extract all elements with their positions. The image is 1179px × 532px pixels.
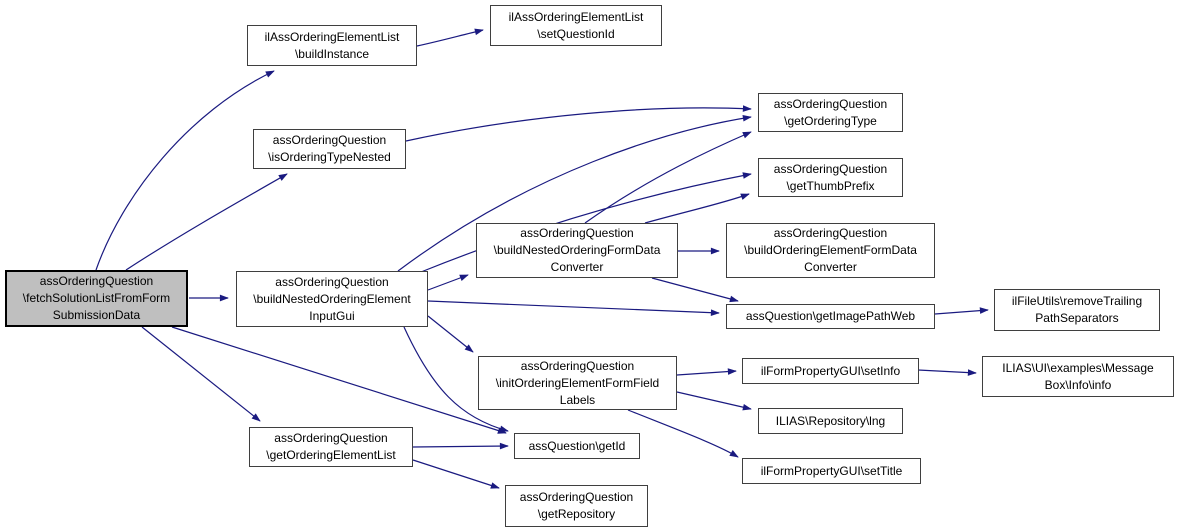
- node-il-form-property-gui-set-title[interactable]: ilFormPropertyGUI\setTitle: [742, 458, 921, 484]
- edge-inputgui-to-nestedconverter: [427, 274, 469, 291]
- edge-initlabels-to-settitle: [627, 409, 739, 458]
- node-build-nested-ordering-element-input-gui[interactable]: assOrderingQuestion \buildNestedOrdering…: [236, 271, 428, 327]
- node-init-ordering-element-form-field-labels[interactable]: assOrderingQuestion \initOrderingElement…: [478, 356, 677, 410]
- node-il-form-property-gui-set-info[interactable]: ilFormPropertyGUI\setInfo: [742, 358, 919, 384]
- edge-setinfo-to-messageboxinfo: [917, 369, 977, 376]
- edge-fetch-to-getorderingelementlist: [141, 326, 261, 422]
- node-ilias-repository-lng[interactable]: ILIAS\Repository\lng: [758, 408, 903, 434]
- edge-inputgui-to-getid: [403, 326, 509, 433]
- edge-inputgui-to-getthumbprefix: [420, 172, 752, 273]
- edge-nestedconverter-to-getorderingtype: [584, 131, 752, 224]
- edge-fetch-to-isorderingtypenested: [125, 173, 288, 271]
- edge-initlabels-to-lng: [676, 391, 752, 411]
- node-get-repository[interactable]: assOrderingQuestion \getRepository: [505, 485, 648, 527]
- node-il-ass-ordering-element-list-set-question-id[interactable]: ilAssOrderingElementList \setQuestionId: [490, 5, 662, 46]
- node-message-box-info-info[interactable]: ILIAS\UI\examples\Message Box\Info\info: [982, 356, 1174, 397]
- node-build-ordering-element-form-data-converter[interactable]: assOrderingQuestion \buildOrderingElemen…: [726, 223, 935, 278]
- edge-getorderingelementlist-to-getid: [412, 442, 509, 450]
- edge-inputgui-to-initlabels: [427, 315, 474, 353]
- node-fetch-solution-list-from-form-submission-data[interactable]: assOrderingQuestion \fetchSolutionListFr…: [5, 270, 188, 327]
- edge-nestedconverter-to-getthumbprefix: [644, 193, 750, 224]
- edge-fetch-to-getid: [171, 326, 507, 434]
- node-build-nested-ordering-form-data-converter[interactable]: assOrderingQuestion \buildNestedOrdering…: [476, 223, 678, 278]
- edge-initlabels-to-setinfo: [676, 368, 737, 376]
- edge-nestedconverter-to-getimagepathweb: [651, 277, 739, 303]
- edge-inputgui-to-getimagepathweb: [427, 300, 720, 316]
- node-get-ordering-type[interactable]: assOrderingQuestion \getOrderingType: [758, 93, 903, 132]
- node-get-thumb-prefix[interactable]: assOrderingQuestion \getThumbPrefix: [758, 158, 903, 197]
- node-get-ordering-element-list[interactable]: assOrderingQuestion \getOrderingElementL…: [249, 427, 413, 467]
- edge-buildinstance-to-setquestionid: [416, 28, 484, 47]
- node-il-ass-ordering-element-list-build-instance[interactable]: ilAssOrderingElementList \buildInstance: [247, 25, 417, 66]
- node-ass-question-get-id[interactable]: assQuestion\getId: [514, 433, 640, 459]
- node-get-image-path-web[interactable]: assQuestion\getImagePathWeb: [726, 304, 935, 329]
- edge-getimagepathweb-to-removetrailing: [934, 307, 989, 315]
- edge-fetch-to-buildinstance: [95, 70, 275, 271]
- node-is-ordering-type-nested[interactable]: assOrderingQuestion \isOrderingTypeNeste…: [253, 129, 406, 169]
- edge-getorderingelementlist-to-getrepository: [412, 459, 500, 489]
- node-remove-trailing-path-separators[interactable]: ilFileUtils\removeTrailing PathSeparator…: [994, 289, 1160, 331]
- edge-isorderingtypenested-to-getorderingtype: [405, 105, 752, 142]
- edge-inputgui-to-getorderingtype: [397, 114, 752, 272]
